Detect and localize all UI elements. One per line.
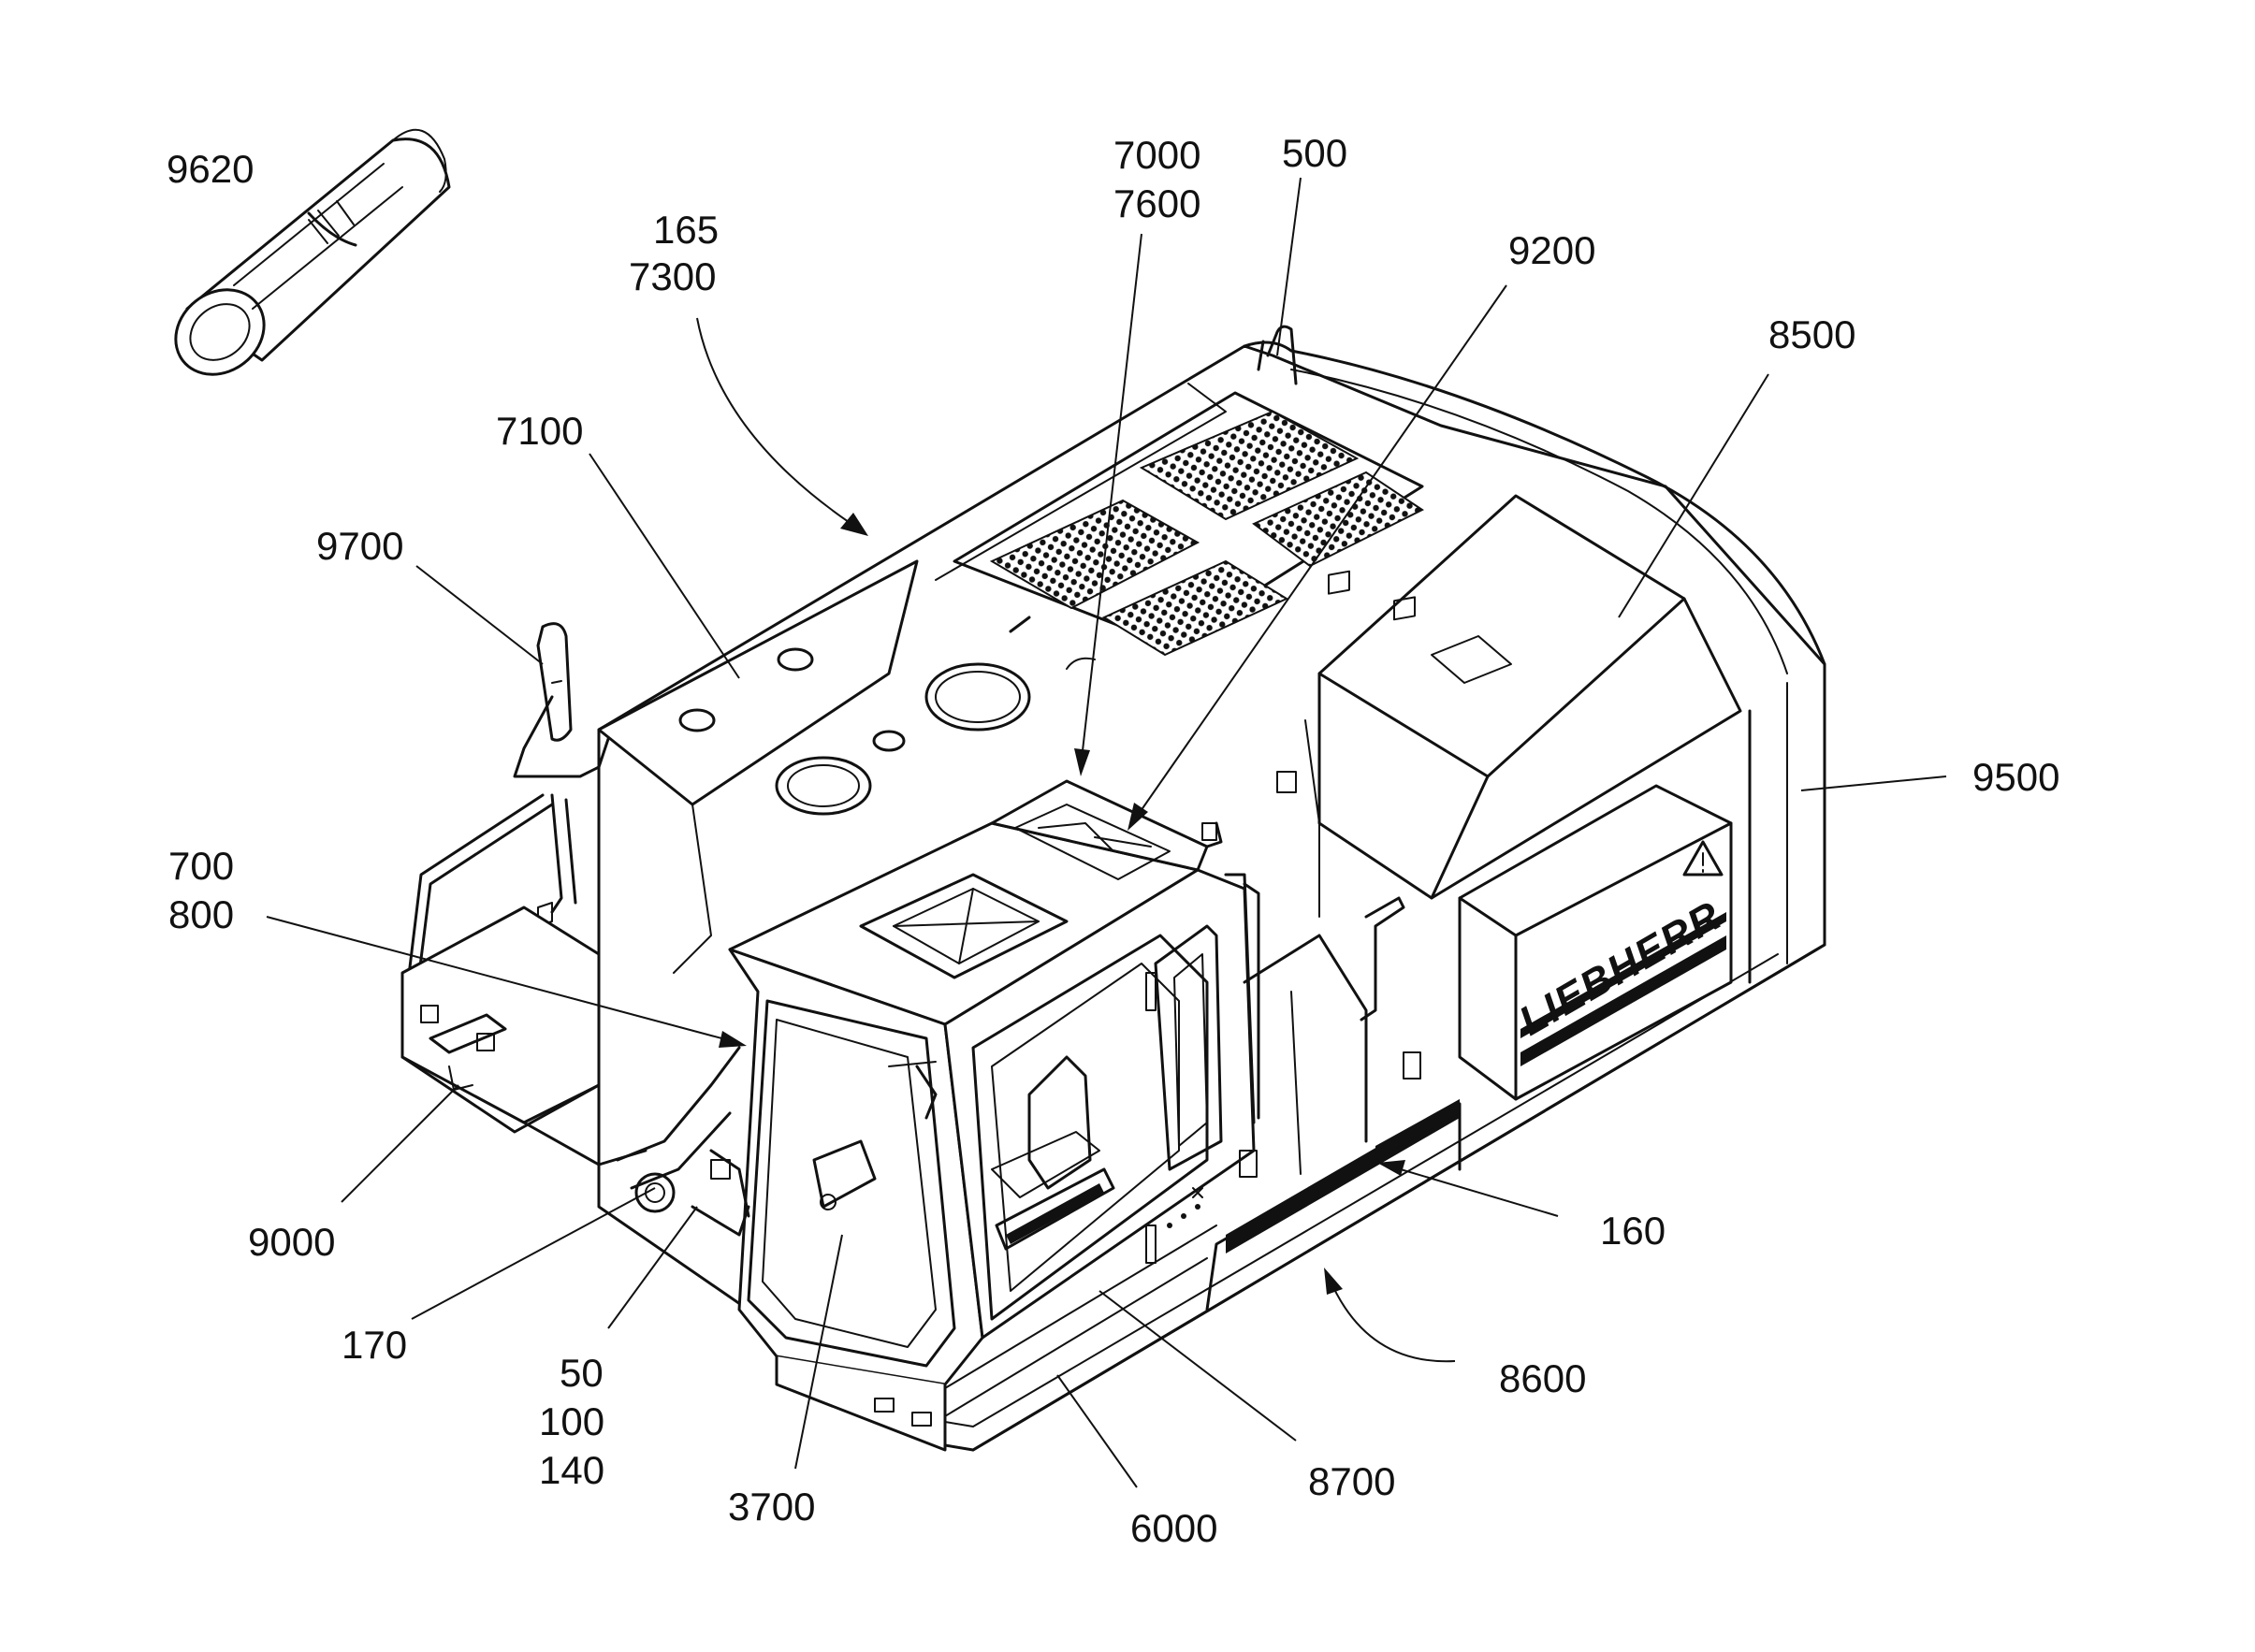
engine-hood-grilles — [989, 325, 1424, 657]
label-3700: 3700 — [728, 1485, 815, 1529]
label-7000: 7000 — [1113, 133, 1200, 177]
label-9200: 9200 — [1508, 228, 1595, 272]
label-9500: 9500 — [1972, 755, 2059, 799]
hood-box-8500 — [1304, 494, 1742, 918]
label-8500: 8500 — [1768, 312, 1855, 356]
label-9620: 9620 — [167, 147, 254, 191]
label-165: 165 — [653, 208, 719, 252]
label-500: 500 — [1282, 131, 1347, 175]
cab-mount-linkage — [616, 1046, 750, 1237]
label-7600: 7600 — [1113, 181, 1200, 225]
label-8600: 8600 — [1499, 1356, 1586, 1400]
label-50: 50 — [560, 1351, 604, 1395]
label-800: 800 — [168, 892, 234, 936]
label-140: 140 — [539, 1448, 604, 1492]
label-170: 170 — [342, 1323, 407, 1367]
warning-triangle-icon — [1682, 840, 1724, 877]
rolled-document-9620 — [174, 128, 451, 376]
side-service-box: LIEBHERR — [1458, 784, 1733, 1101]
leader-lines — [266, 177, 1947, 1488]
label-8700: 8700 — [1308, 1459, 1395, 1503]
reference-numerals: 9620 165 7300 7000 7600 500 9200 8500 71… — [167, 131, 2059, 1550]
label-9700: 9700 — [316, 524, 403, 568]
label-7100: 7100 — [496, 409, 583, 453]
label-7300: 7300 — [629, 254, 716, 298]
label-100: 100 — [539, 1399, 604, 1443]
rear-deck-details — [678, 616, 1096, 816]
label-700: 700 — [168, 844, 234, 888]
operator-cab-3700 — [728, 779, 1260, 1452]
label-9000: 9000 — [248, 1220, 335, 1264]
label-160: 160 — [1600, 1209, 1666, 1253]
label-6000: 6000 — [1130, 1506, 1217, 1550]
left-end-box-9000 — [400, 906, 647, 1167]
side-details — [1201, 771, 1421, 1178]
